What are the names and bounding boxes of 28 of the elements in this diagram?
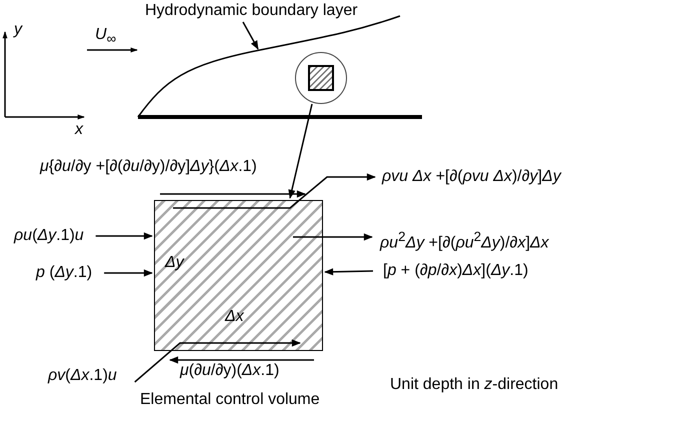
force-label: p (Δy.1) [36, 264, 92, 282]
control-volume-box [154, 200, 323, 351]
node-label: Elemental control volume [140, 391, 320, 409]
arrow [293, 233, 373, 241]
magnifier-circle [295, 52, 347, 104]
force-arrow [160, 190, 306, 198]
leader-label: Hydrodynamic boundary layer [145, 2, 358, 20]
dimension-label: Δx [225, 308, 244, 326]
leader-line [242, 22, 259, 50]
force-label: ρu(Δy.1)u [14, 227, 84, 245]
arrow [288, 104, 313, 199]
note: Unit depth in z-direction [390, 376, 558, 394]
force-arrow [169, 356, 314, 364]
arrow [134, 339, 301, 383]
force-label: ρvu Δx +[∂(ρvu Δx)/∂y]Δy [382, 168, 561, 186]
arrow [96, 232, 153, 240]
axis-label: x [75, 121, 83, 139]
dimension-label: Δy [165, 254, 184, 272]
force-label: ρu$^{2}$Δy +[∂(ρu$^{2}$Δy)/∂x]Δx [380, 228, 549, 252]
arrow [173, 173, 376, 209]
axis-label: y [14, 21, 22, 39]
axis-label: U$_{∞}$ [95, 26, 116, 48]
force-label: [p + (∂p/∂x)Δx](Δy.1) [383, 262, 528, 280]
force-label: ρv(Δx.1)u [48, 367, 117, 385]
arrow [104, 269, 153, 277]
edge-label: μ{∂u/∂y +[∂(∂u/∂y)/∂y]Δy}(Δx.1) [40, 158, 257, 176]
arrow [324, 268, 374, 276]
edge-label: μ(∂u/∂y)(Δx.1) [180, 362, 280, 380]
